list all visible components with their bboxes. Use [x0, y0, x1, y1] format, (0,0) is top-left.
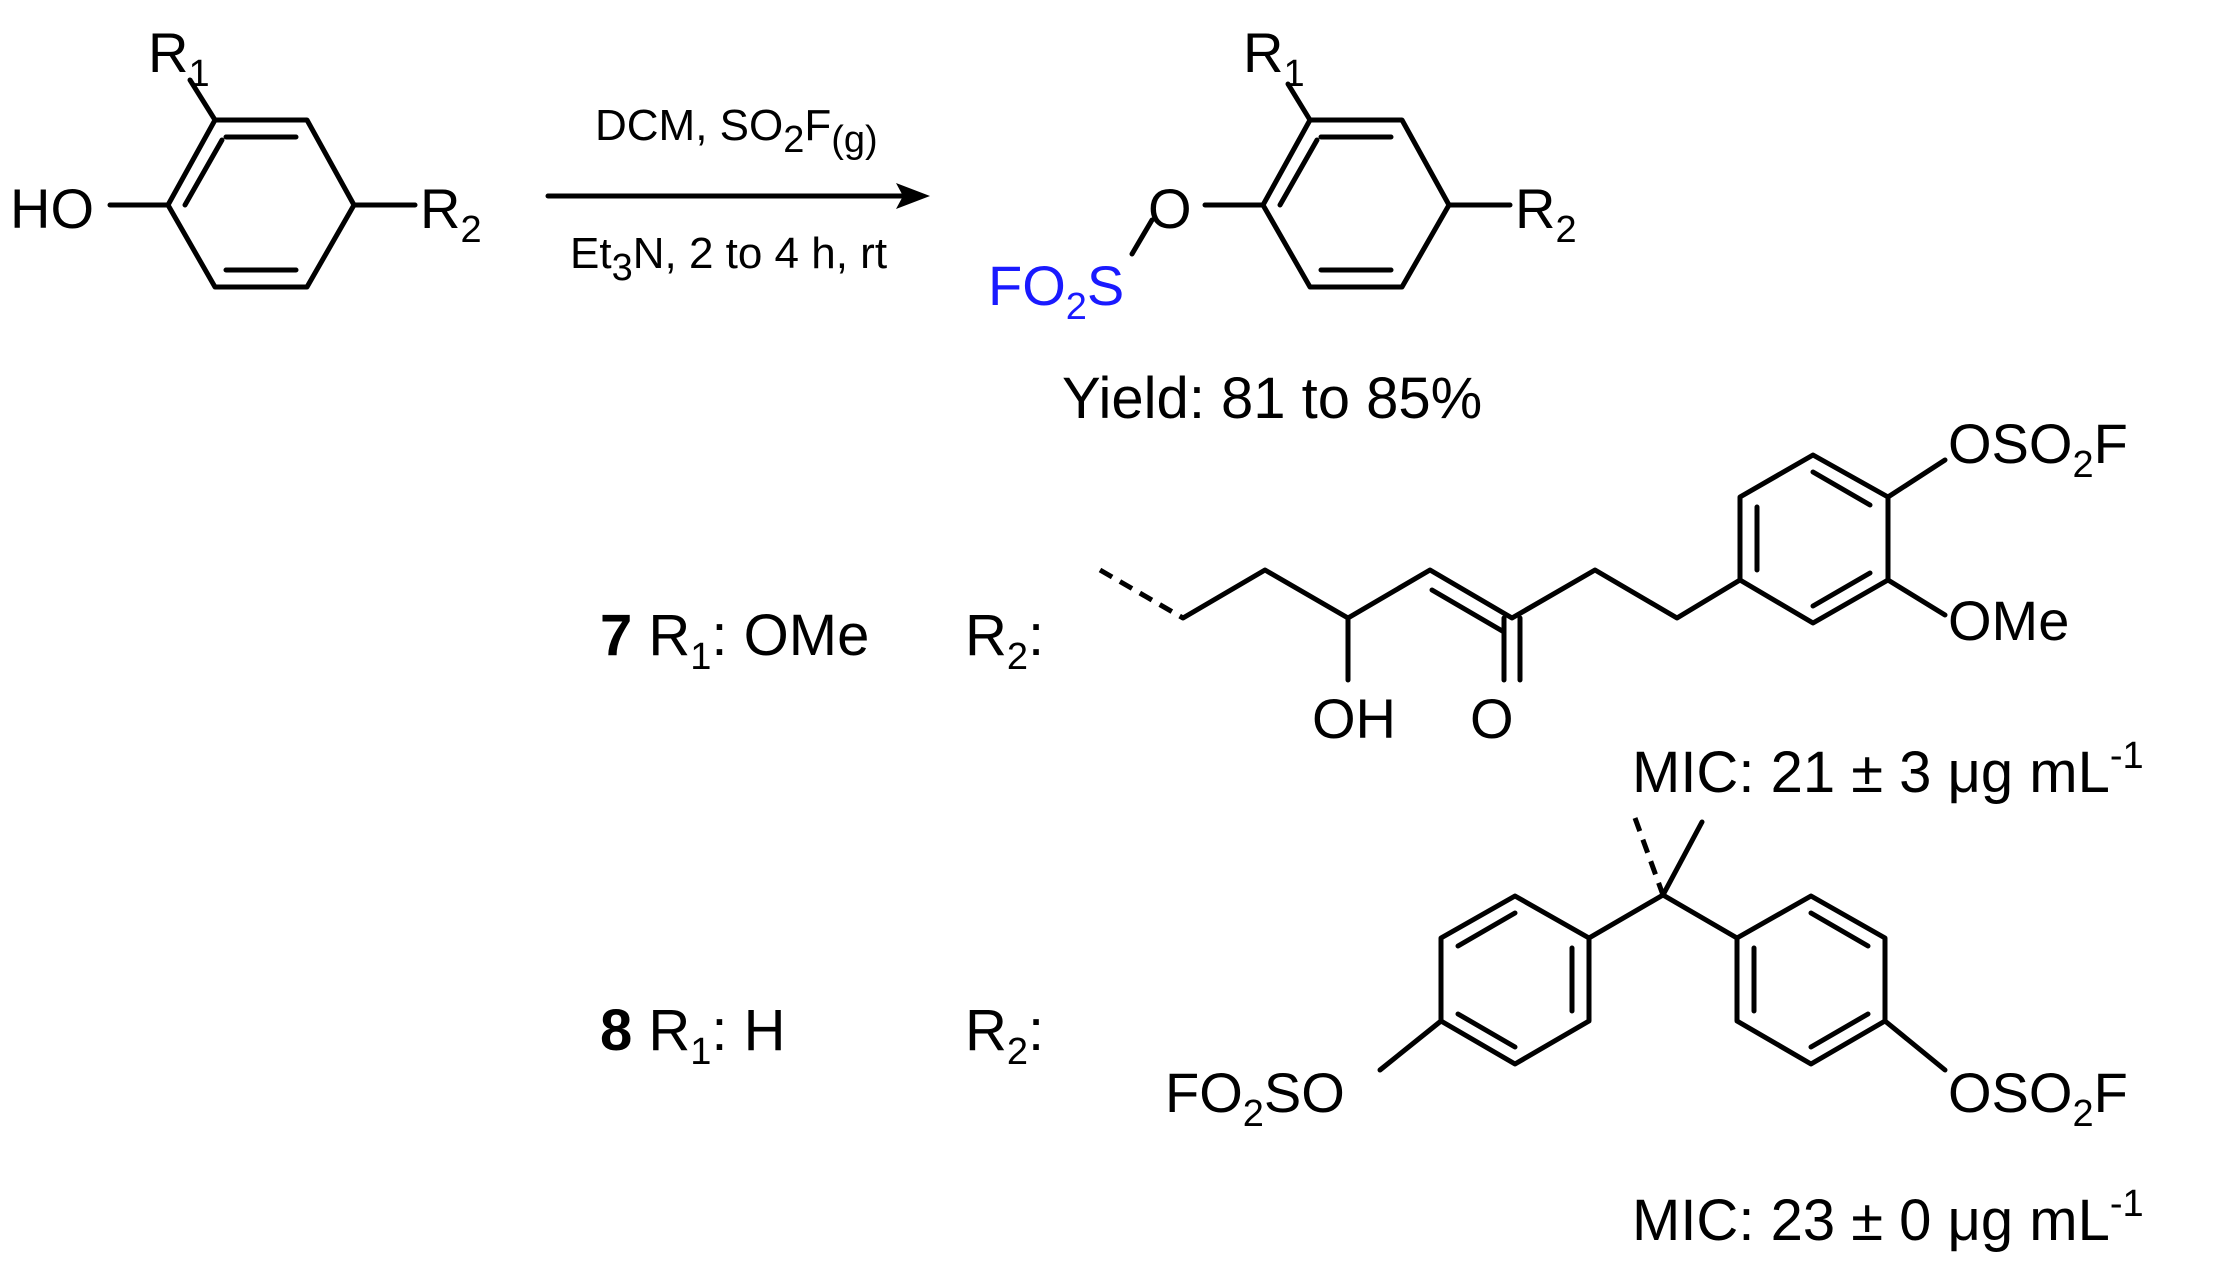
product-ring-double-bonds	[1277, 134, 1394, 273]
compound-7-oh-label: OH	[1312, 687, 1396, 750]
compound-7-aryl-ring	[1737, 452, 1891, 626]
compound-8-left-aryl-bond	[1586, 892, 1666, 941]
compound-8-methyl-bond	[1660, 819, 1705, 898]
compound-8-right-double-bonds	[1751, 910, 1871, 1050]
product-r1-bond	[1285, 81, 1313, 123]
compound-8-right-aryl-bond	[1660, 892, 1740, 941]
compound-7-carbonyl-o-label: O	[1470, 687, 1514, 750]
product-fluorosulfate-label: FO2S	[988, 254, 1124, 328]
compound-8-left-double-bonds	[1455, 910, 1575, 1050]
arrow-head	[896, 183, 930, 209]
product-o-label: O	[1148, 177, 1192, 240]
compound-7-r1-label: 7 R1: OMe	[600, 603, 869, 678]
compound-7-attachment-point	[1098, 567, 1185, 621]
reaction-arrow: DCM, SO2F(g) Et3N, 2 to 4 h, rt	[545, 101, 930, 289]
compound-8-r2-label: R2:	[965, 998, 1044, 1073]
compound-8-mic: MIC: 23 ± 0 μg mL-1	[1632, 1183, 2144, 1253]
compound-7-mic: MIC: 21 ± 3 μg mL-1	[1632, 735, 2144, 805]
compound-7-ome-label: OMe	[1948, 589, 2069, 652]
product-os-bond	[1129, 217, 1155, 257]
compound-8-right-fluorosulfate-label: OSO2F	[1948, 1061, 2128, 1135]
compound-8-left-ring	[1438, 893, 1592, 1067]
reactant-ho-label: HO	[10, 177, 94, 240]
product-r2-label: R2	[1515, 177, 1577, 251]
compound-7-oso2f-bond	[1885, 457, 1948, 500]
compound-7: 7 R1: OMe R2: OSO2F OMe OH O MIC: 21 ± 3…	[600, 412, 2144, 805]
compound-7-enol-double-bond	[1429, 587, 1507, 635]
compound-8-right-oso2f-bond	[1882, 1018, 1948, 1073]
reaction-conditions-line2: Et3N, 2 to 4 h, rt	[570, 229, 887, 289]
compound-7-oso2f-label: OSO2F	[1948, 412, 2128, 486]
reactant-r2-label: R2	[420, 177, 482, 251]
compound-8: 8 R1: H R2: FO2SO OSO2F MIC: 23 ± 0 μg m…	[600, 817, 2144, 1253]
reactant-structure: HO R1 R2	[10, 21, 482, 290]
compound-7-ome-bond	[1885, 577, 1948, 618]
compound-8-right-ring	[1734, 893, 1888, 1067]
yield-text: Yield: 81 to 85%	[1062, 366, 1482, 431]
compound-8-attachment-point	[1632, 817, 1666, 896]
compound-8-left-oso2f-bond	[1377, 1018, 1444, 1073]
reactant-r1-bond	[187, 77, 218, 123]
compound-7-aryl-double-bonds	[1754, 469, 1873, 609]
compound-7-chain	[1180, 567, 1743, 621]
reactant-r1-label: R1	[148, 21, 210, 95]
product-r1-label: R1	[1243, 21, 1305, 95]
compound-8-r1-label: 8 R1: H	[600, 998, 786, 1073]
reaction-conditions-line1: DCM, SO2F(g)	[595, 101, 878, 161]
compound-8-left-fluorosulfate-label: FO2SO	[1165, 1061, 1345, 1135]
compound-7-r2-label: R2:	[965, 603, 1044, 678]
product-structure: O R1 R2 FO2S	[988, 21, 1577, 328]
reactant-ring-double-bonds	[182, 134, 299, 273]
reactant-ring	[165, 117, 357, 290]
product-ring	[1260, 117, 1452, 290]
